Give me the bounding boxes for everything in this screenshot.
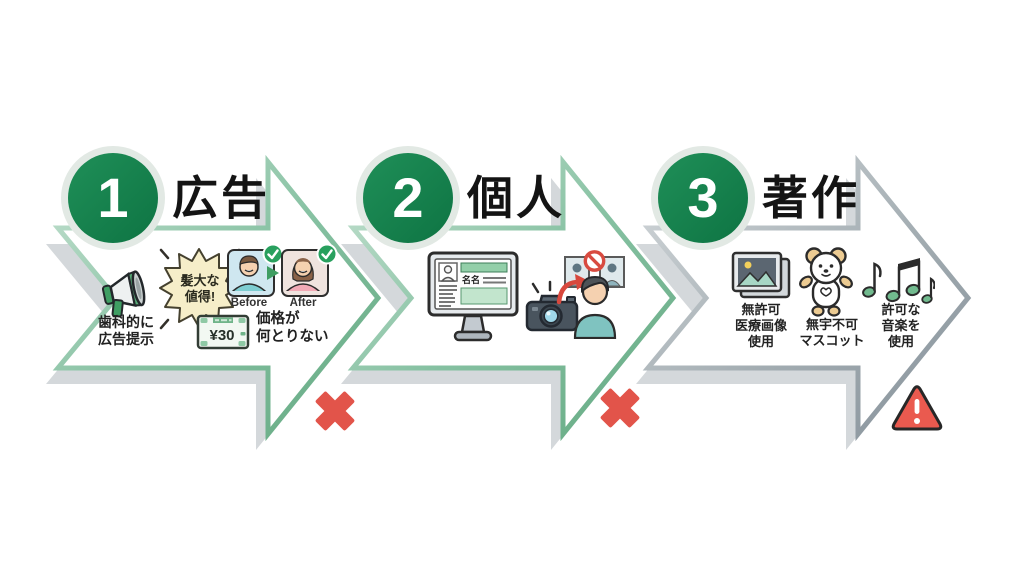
caption-music-line-2: 音楽を [881, 317, 921, 333]
price-bill-icon: ¥30 [196, 314, 250, 350]
warning-icon [891, 385, 943, 431]
caption-mascot-line-2: マスコット [799, 332, 865, 348]
step-3-number: 3 [658, 153, 748, 243]
caption-price-line-1: 価格が [256, 311, 300, 327]
caption-megaphone-line-2: 広告提示 [98, 331, 154, 348]
step-2-number: 2 [363, 153, 453, 243]
caption-price-line-2: 何とりない [256, 328, 329, 345]
after-photo [281, 249, 329, 297]
medical-images-icon [731, 251, 791, 299]
monitor-profile-icon: 名名 [427, 251, 519, 342]
check-icon [316, 243, 338, 265]
music-notes-icon [862, 258, 935, 304]
red-curved-arrow-icon [556, 274, 589, 305]
starburst-bubble: 髪大な 値得! [158, 244, 242, 334]
cross-icon [600, 388, 640, 428]
caption-music-line-3: 使用 [887, 333, 914, 349]
between-arrow-icon [267, 266, 279, 280]
step-1-number-badge: 1 [61, 146, 165, 250]
mascot-bear-icon [799, 247, 853, 317]
before-label: Before [230, 297, 268, 309]
caption-mascot: 無宇不可 マスコット [788, 317, 876, 349]
step-1-title: 広告 [172, 172, 270, 224]
caption-medical-line-1: 無許可 [741, 302, 781, 317]
cross-icon [315, 391, 355, 431]
person-icon [573, 275, 617, 339]
bubble-line-1: 髪大な [180, 272, 220, 288]
before-face [232, 255, 266, 291]
step-2-title: 個人 [467, 172, 565, 224]
caption-music-line-1: 許可な [881, 302, 921, 317]
caption-medical-line-2: 医療画像 [734, 317, 787, 333]
caption-medical-images: 無許可 医療画像 使用 [715, 302, 807, 350]
step-3-number-badge: 3 [651, 146, 755, 250]
megaphone-icon [101, 270, 146, 318]
caption-mascot-line-1: 無宇不可 [805, 317, 858, 332]
after-face [286, 258, 320, 291]
prohibition-sign-icon [583, 250, 606, 272]
caption-medical-line-3: 使用 [747, 333, 774, 349]
after-label: After [289, 297, 317, 309]
monitor-name-label: 名名 [462, 274, 480, 285]
bubble-line-2: 値得! [184, 289, 216, 304]
caption-music: 許可な 音楽を 使用 [868, 302, 934, 350]
bill-amount: ¥30 [209, 327, 234, 344]
bubble-text: 髪大な 値得! [158, 244, 242, 334]
step-2-number-badge: 2 [356, 146, 460, 250]
caption-megaphone: 歯科的に 広告提示 [86, 314, 166, 348]
caption-megaphone-line-1: 歯科的に [98, 314, 154, 330]
step-1-number: 1 [68, 153, 158, 243]
step-3-title: 著作 [762, 172, 860, 224]
caption-price: 価格が 何とりない [256, 311, 348, 346]
